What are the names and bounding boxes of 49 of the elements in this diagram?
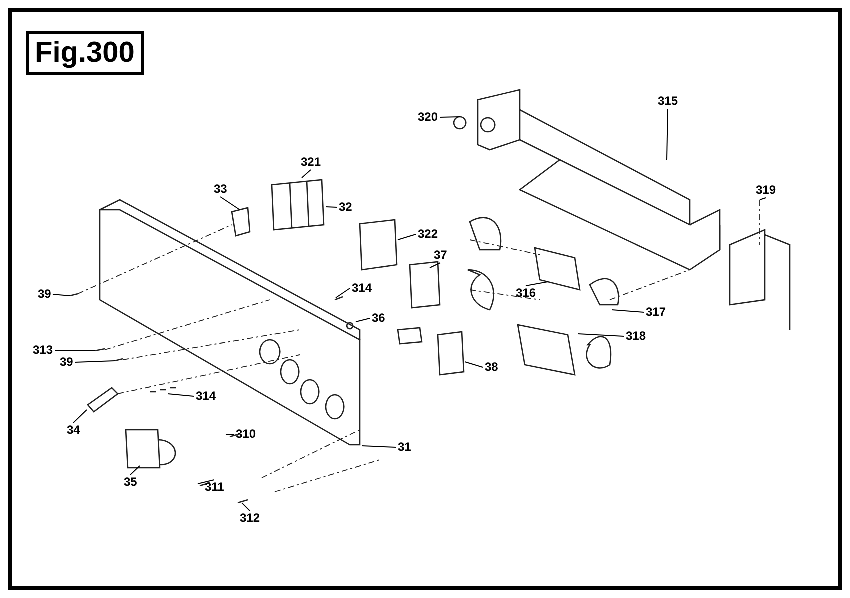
callout-number: 39 bbox=[60, 356, 74, 369]
callout-number: 322 bbox=[418, 228, 438, 241]
leader-line bbox=[578, 334, 624, 337]
leader-line bbox=[220, 196, 240, 210]
callout-number: 313 bbox=[33, 344, 54, 357]
callout-number: 311 bbox=[205, 481, 224, 494]
callout-number: 33 bbox=[214, 183, 228, 196]
callout-number: 36 bbox=[372, 312, 386, 325]
callout-number: 35 bbox=[124, 476, 138, 489]
callout-number: 312 bbox=[240, 512, 260, 525]
leader-line bbox=[440, 116, 460, 118]
callout-number: 31 bbox=[398, 441, 412, 454]
callout-number: 310 bbox=[236, 428, 256, 441]
leader-line bbox=[130, 466, 140, 476]
callout-number: 38 bbox=[485, 361, 498, 374]
callout-number: 315 bbox=[658, 95, 678, 108]
figure-title: Fig.300 bbox=[26, 31, 144, 75]
leader-line bbox=[226, 434, 234, 436]
leader-line bbox=[760, 198, 766, 200]
leader-line bbox=[52, 294, 70, 296]
callout-number: 318 bbox=[626, 330, 646, 343]
leader-line bbox=[54, 350, 96, 352]
callout-number: 314 bbox=[352, 282, 372, 295]
leader-line bbox=[74, 360, 116, 363]
callout-number: 321 bbox=[301, 156, 322, 169]
leader-line bbox=[242, 502, 250, 512]
leader-line bbox=[336, 288, 350, 298]
leader-line bbox=[362, 446, 396, 448]
callout-number: 319 bbox=[756, 184, 776, 197]
leader-line bbox=[302, 170, 312, 178]
leader-line bbox=[356, 318, 370, 322]
leader-line bbox=[464, 362, 484, 368]
callout-number: 316 bbox=[516, 287, 536, 300]
leader-line bbox=[526, 282, 548, 286]
callout-number: 32 bbox=[339, 201, 352, 214]
leader-line bbox=[398, 234, 416, 240]
callout-number: 34 bbox=[67, 424, 80, 437]
callout-number: 317 bbox=[646, 306, 666, 319]
callout-number: 314 bbox=[196, 390, 216, 403]
callout-number: 37 bbox=[434, 249, 448, 262]
callout-number: 320 bbox=[418, 111, 438, 124]
leader-line bbox=[612, 310, 644, 313]
leader-line bbox=[198, 480, 215, 484]
callout-number: 39 bbox=[38, 288, 52, 301]
leader-line bbox=[73, 410, 88, 424]
leader-line bbox=[430, 262, 441, 268]
leader-line bbox=[168, 394, 194, 397]
leader-line bbox=[666, 108, 668, 160]
leader-line bbox=[326, 206, 338, 208]
